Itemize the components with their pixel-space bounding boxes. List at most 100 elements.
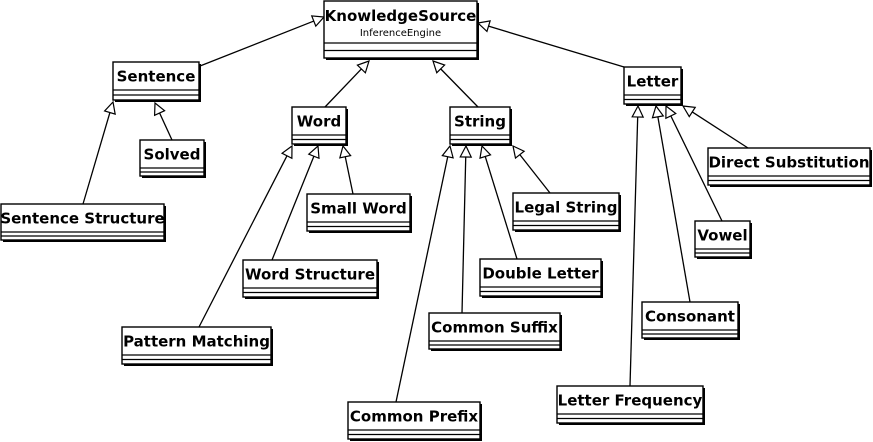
generalization-arrowhead <box>441 144 454 159</box>
edge-line <box>395 156 449 403</box>
class-frame <box>139 139 205 177</box>
generalization-legal-string-to-string <box>512 144 551 194</box>
edge-line <box>484 156 518 260</box>
class-frame <box>707 147 871 186</box>
generalization-sentence-structure-to-sentence <box>82 100 116 205</box>
generalization-vowel-to-letter <box>665 104 723 222</box>
generalization-double-letter-to-string <box>479 144 518 260</box>
edge-line <box>344 156 354 195</box>
class-frame <box>323 0 478 59</box>
generalization-word-structure-to-word <box>271 144 320 261</box>
generalization-arrowhead <box>681 105 697 118</box>
edge-line <box>324 68 362 108</box>
class-frame <box>694 220 751 258</box>
generalization-arrowhead <box>631 104 645 118</box>
generalization-consonant-to-letter <box>651 104 691 303</box>
generalization-sentence-to-knowledge-source <box>199 15 326 67</box>
edge-line <box>440 68 479 108</box>
class-frame <box>0 203 165 241</box>
class-name: Sentence <box>117 68 196 86</box>
class-name: Small Word <box>310 200 407 218</box>
class-name: Word <box>297 113 341 131</box>
generalization-string-to-knowledge-source <box>432 60 479 108</box>
class-box-solved[interactable]: Solved <box>139 139 206 178</box>
generalization-arrowhead <box>339 144 352 159</box>
class-name: Common Prefix <box>350 408 478 426</box>
class-name: Letter <box>627 73 679 91</box>
edge-line <box>691 111 749 149</box>
edge-line <box>670 115 723 222</box>
class-name: Double Letter <box>482 265 599 283</box>
edge-line <box>629 116 639 387</box>
generalization-word-to-knowledge-source <box>324 60 370 108</box>
generalization-letter-frequency-to-letter <box>629 104 645 387</box>
class-frame <box>306 193 411 232</box>
class-box-pattern-matching[interactable]: Pattern Matching <box>121 326 273 366</box>
class-name: Letter Frequency <box>558 392 703 410</box>
generalization-common-suffix-to-string <box>459 144 473 314</box>
generalization-arrowhead <box>479 144 492 159</box>
generalization-arrowhead <box>476 20 491 33</box>
class-frame <box>512 192 620 231</box>
generalization-arrowhead <box>651 104 665 119</box>
class-box-word-structure[interactable]: Word Structure <box>242 259 379 299</box>
class-box-common-prefix[interactable]: Common Prefix <box>347 401 482 441</box>
class-frame <box>449 106 511 145</box>
class-name: String <box>454 113 506 131</box>
generalization-arrowhead <box>356 60 370 74</box>
class-box-direct-substitution[interactable]: Direct Substitution <box>707 147 872 187</box>
generalization-edges <box>82 15 749 403</box>
class-frame <box>428 312 561 350</box>
edge-line <box>82 112 111 205</box>
generalization-arrowhead <box>665 104 677 120</box>
class-box-legal-string[interactable]: Legal String <box>512 192 621 232</box>
class-box-sentence-structure[interactable]: Sentence Structure <box>0 203 166 242</box>
class-name: Word Structure <box>245 266 375 284</box>
class-box-word[interactable]: Word <box>291 106 348 146</box>
generalization-common-prefix-to-string <box>395 144 454 403</box>
class-frame <box>291 106 347 145</box>
class-name: Solved <box>144 146 201 164</box>
class-frame <box>112 61 200 101</box>
class-name: Vowel <box>697 227 747 245</box>
class-name: Legal String <box>515 199 618 217</box>
generalization-letter-to-knowledge-source <box>476 20 625 68</box>
class-name: Pattern Matching <box>123 333 270 351</box>
generalization-arrowhead <box>432 60 446 74</box>
class-name: Sentence Structure <box>0 210 164 228</box>
class-frame <box>121 326 272 365</box>
generalization-arrowhead <box>307 144 320 160</box>
generalization-pattern-matching-to-word <box>198 144 293 328</box>
class-frame <box>242 259 378 298</box>
class-frame <box>479 258 602 297</box>
generalization-arrowhead <box>280 144 293 160</box>
class-name: KnowledgeSource <box>325 7 477 25</box>
class-subtitle: InferenceEngine <box>360 28 441 39</box>
class-box-common-suffix[interactable]: Common Suffix <box>428 312 562 351</box>
generalization-solved-to-sentence <box>153 101 173 141</box>
edge-line <box>657 116 691 303</box>
generalization-arrowhead <box>310 15 326 28</box>
class-box-letter[interactable]: Letter <box>623 66 683 106</box>
class-box-vowel[interactable]: Vowel <box>694 220 752 259</box>
class-frame <box>641 301 739 339</box>
class-frame <box>556 385 704 424</box>
class-name: Direct Substitution <box>708 154 869 172</box>
class-box-sentence[interactable]: Sentence <box>112 61 201 102</box>
edge-line <box>198 155 288 328</box>
generalization-arrowhead <box>103 100 116 115</box>
generalization-arrowhead <box>459 144 473 158</box>
class-box-double-letter[interactable]: Double Letter <box>479 258 603 298</box>
class-box-letter-frequency[interactable]: Letter Frequency <box>556 385 705 425</box>
edge-line <box>519 154 551 194</box>
class-box-string[interactable]: String <box>449 106 512 146</box>
edge-line <box>159 112 173 141</box>
class-box-consonant[interactable]: Consonant <box>641 301 740 340</box>
generalization-arrowhead <box>153 101 166 117</box>
class-name: Consonant <box>645 308 735 326</box>
edge-line <box>271 155 315 261</box>
class-box-small-word[interactable]: Small Word <box>306 193 412 233</box>
